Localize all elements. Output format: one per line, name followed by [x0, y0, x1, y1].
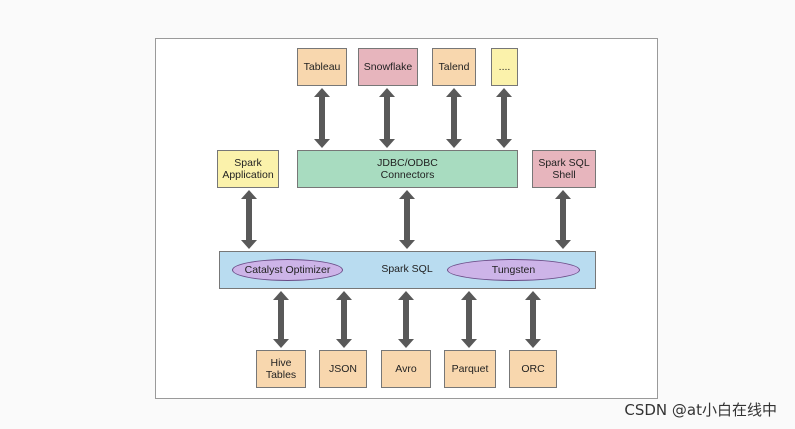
box-json: JSON: [319, 350, 367, 388]
arrow-core-parquet: [461, 291, 477, 348]
box-spark-sql-shell: Spark SQL Shell: [532, 150, 596, 188]
box-orc: ORC: [509, 350, 557, 388]
arrow-application-core: [241, 190, 257, 249]
spark-sql-label: Spark SQL: [381, 263, 433, 275]
box-hive-tables: Hive Tables: [256, 350, 306, 388]
arrow-talend-connectors: [446, 88, 462, 148]
box-avro: Avro: [381, 350, 431, 388]
arrow-more-connectors: [496, 88, 512, 148]
arrow-core-orc: [525, 291, 541, 348]
box-tableau: Tableau: [297, 48, 347, 86]
arrow-core-hive: [273, 291, 289, 348]
box-talend: Talend: [432, 48, 476, 86]
arrow-tableau-connectors: [314, 88, 330, 148]
box-parquet: Parquet: [444, 350, 496, 388]
box-snowflake: Snowflake: [358, 48, 418, 86]
box-more-tools: ....: [491, 48, 518, 86]
pill-tungsten: Tungsten: [447, 259, 580, 281]
box-jdbc-odbc-connectors: JDBC/ODBC Connectors: [297, 150, 518, 188]
arrow-core-avro: [398, 291, 414, 348]
arrow-core-json: [336, 291, 352, 348]
arrow-connectors-core: [399, 190, 415, 249]
arrow-snowflake-connectors: [379, 88, 395, 148]
arrow-shell-core: [555, 190, 571, 249]
csdn-watermark: CSDN @at小白在线中: [624, 401, 777, 419]
box-spark-application: Spark Application: [217, 150, 279, 188]
pill-catalyst-optimizer: Catalyst Optimizer: [232, 259, 343, 281]
